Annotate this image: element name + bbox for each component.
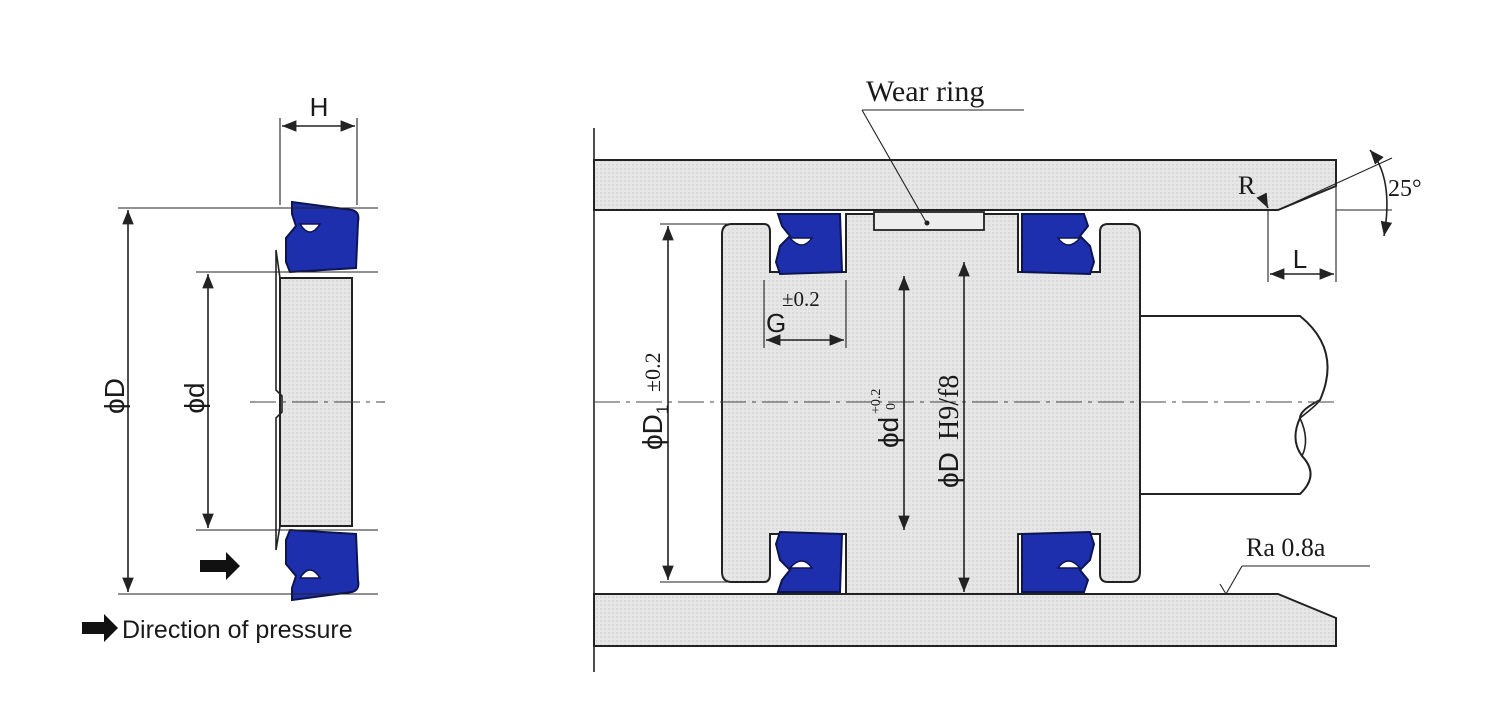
dim-phiD-fit: H9/f8 — [934, 375, 965, 440]
seal-section-view: H ϕD ϕd — [99, 92, 385, 602]
dim-phid-tol-upper: +0.2 — [869, 389, 884, 414]
dim-phid-left-label: ϕd — [179, 382, 210, 413]
dim-phiD-right-label: ϕD — [933, 452, 964, 488]
dim-phid-tol-lower: 0 — [884, 403, 899, 410]
seal-groove-bottom-left — [774, 530, 844, 593]
installation-view: Wear ring L 25° R G ±0.2 ϕD1 ±0.2 ϕd — [593, 75, 1422, 672]
seal-lip-bottom — [285, 528, 360, 602]
pressure-legend: Direction of pressure — [82, 614, 353, 644]
radius-R-label: R — [1238, 171, 1256, 200]
dim-phiD1-subscript: 1 — [653, 405, 672, 414]
piston-rod — [1139, 315, 1329, 495]
legend-arrow-icon — [82, 614, 118, 642]
legend-direction-label: Direction of pressure — [122, 616, 353, 644]
wear-ring-label: Wear ring — [866, 75, 984, 108]
dim-G-label: G — [766, 308, 786, 338]
surface-roughness-label: Ra 0.8a — [1246, 533, 1326, 562]
dim-phiD1-label: ϕD1 — [637, 405, 672, 450]
seal-groove-top-right — [1021, 213, 1096, 276]
seal-lip-top — [285, 200, 360, 274]
dim-phiD-left-label: ϕD — [99, 378, 130, 414]
seal-groove-bottom-right — [1021, 530, 1096, 593]
chamfer-angle-label: 25° — [1388, 176, 1422, 202]
dim-phid-right-label: ϕd — [873, 417, 904, 448]
dim-H-label: H — [310, 92, 329, 122]
dim-L-label: L — [1293, 244, 1307, 274]
dim-phiD1-tolerance: ±0.2 — [640, 352, 665, 392]
pressure-arrow-icon — [200, 552, 240, 580]
cylinder-wall-bottom — [593, 593, 1337, 647]
cylinder-wall-top — [593, 159, 1337, 211]
seal-groove-top-left — [774, 213, 844, 276]
dim-G-tolerance: ±0.2 — [782, 287, 820, 311]
seal-lip-top-notch — [298, 223, 322, 233]
wear-ring — [873, 211, 985, 231]
seal-lip-bottom-notch — [298, 569, 322, 579]
